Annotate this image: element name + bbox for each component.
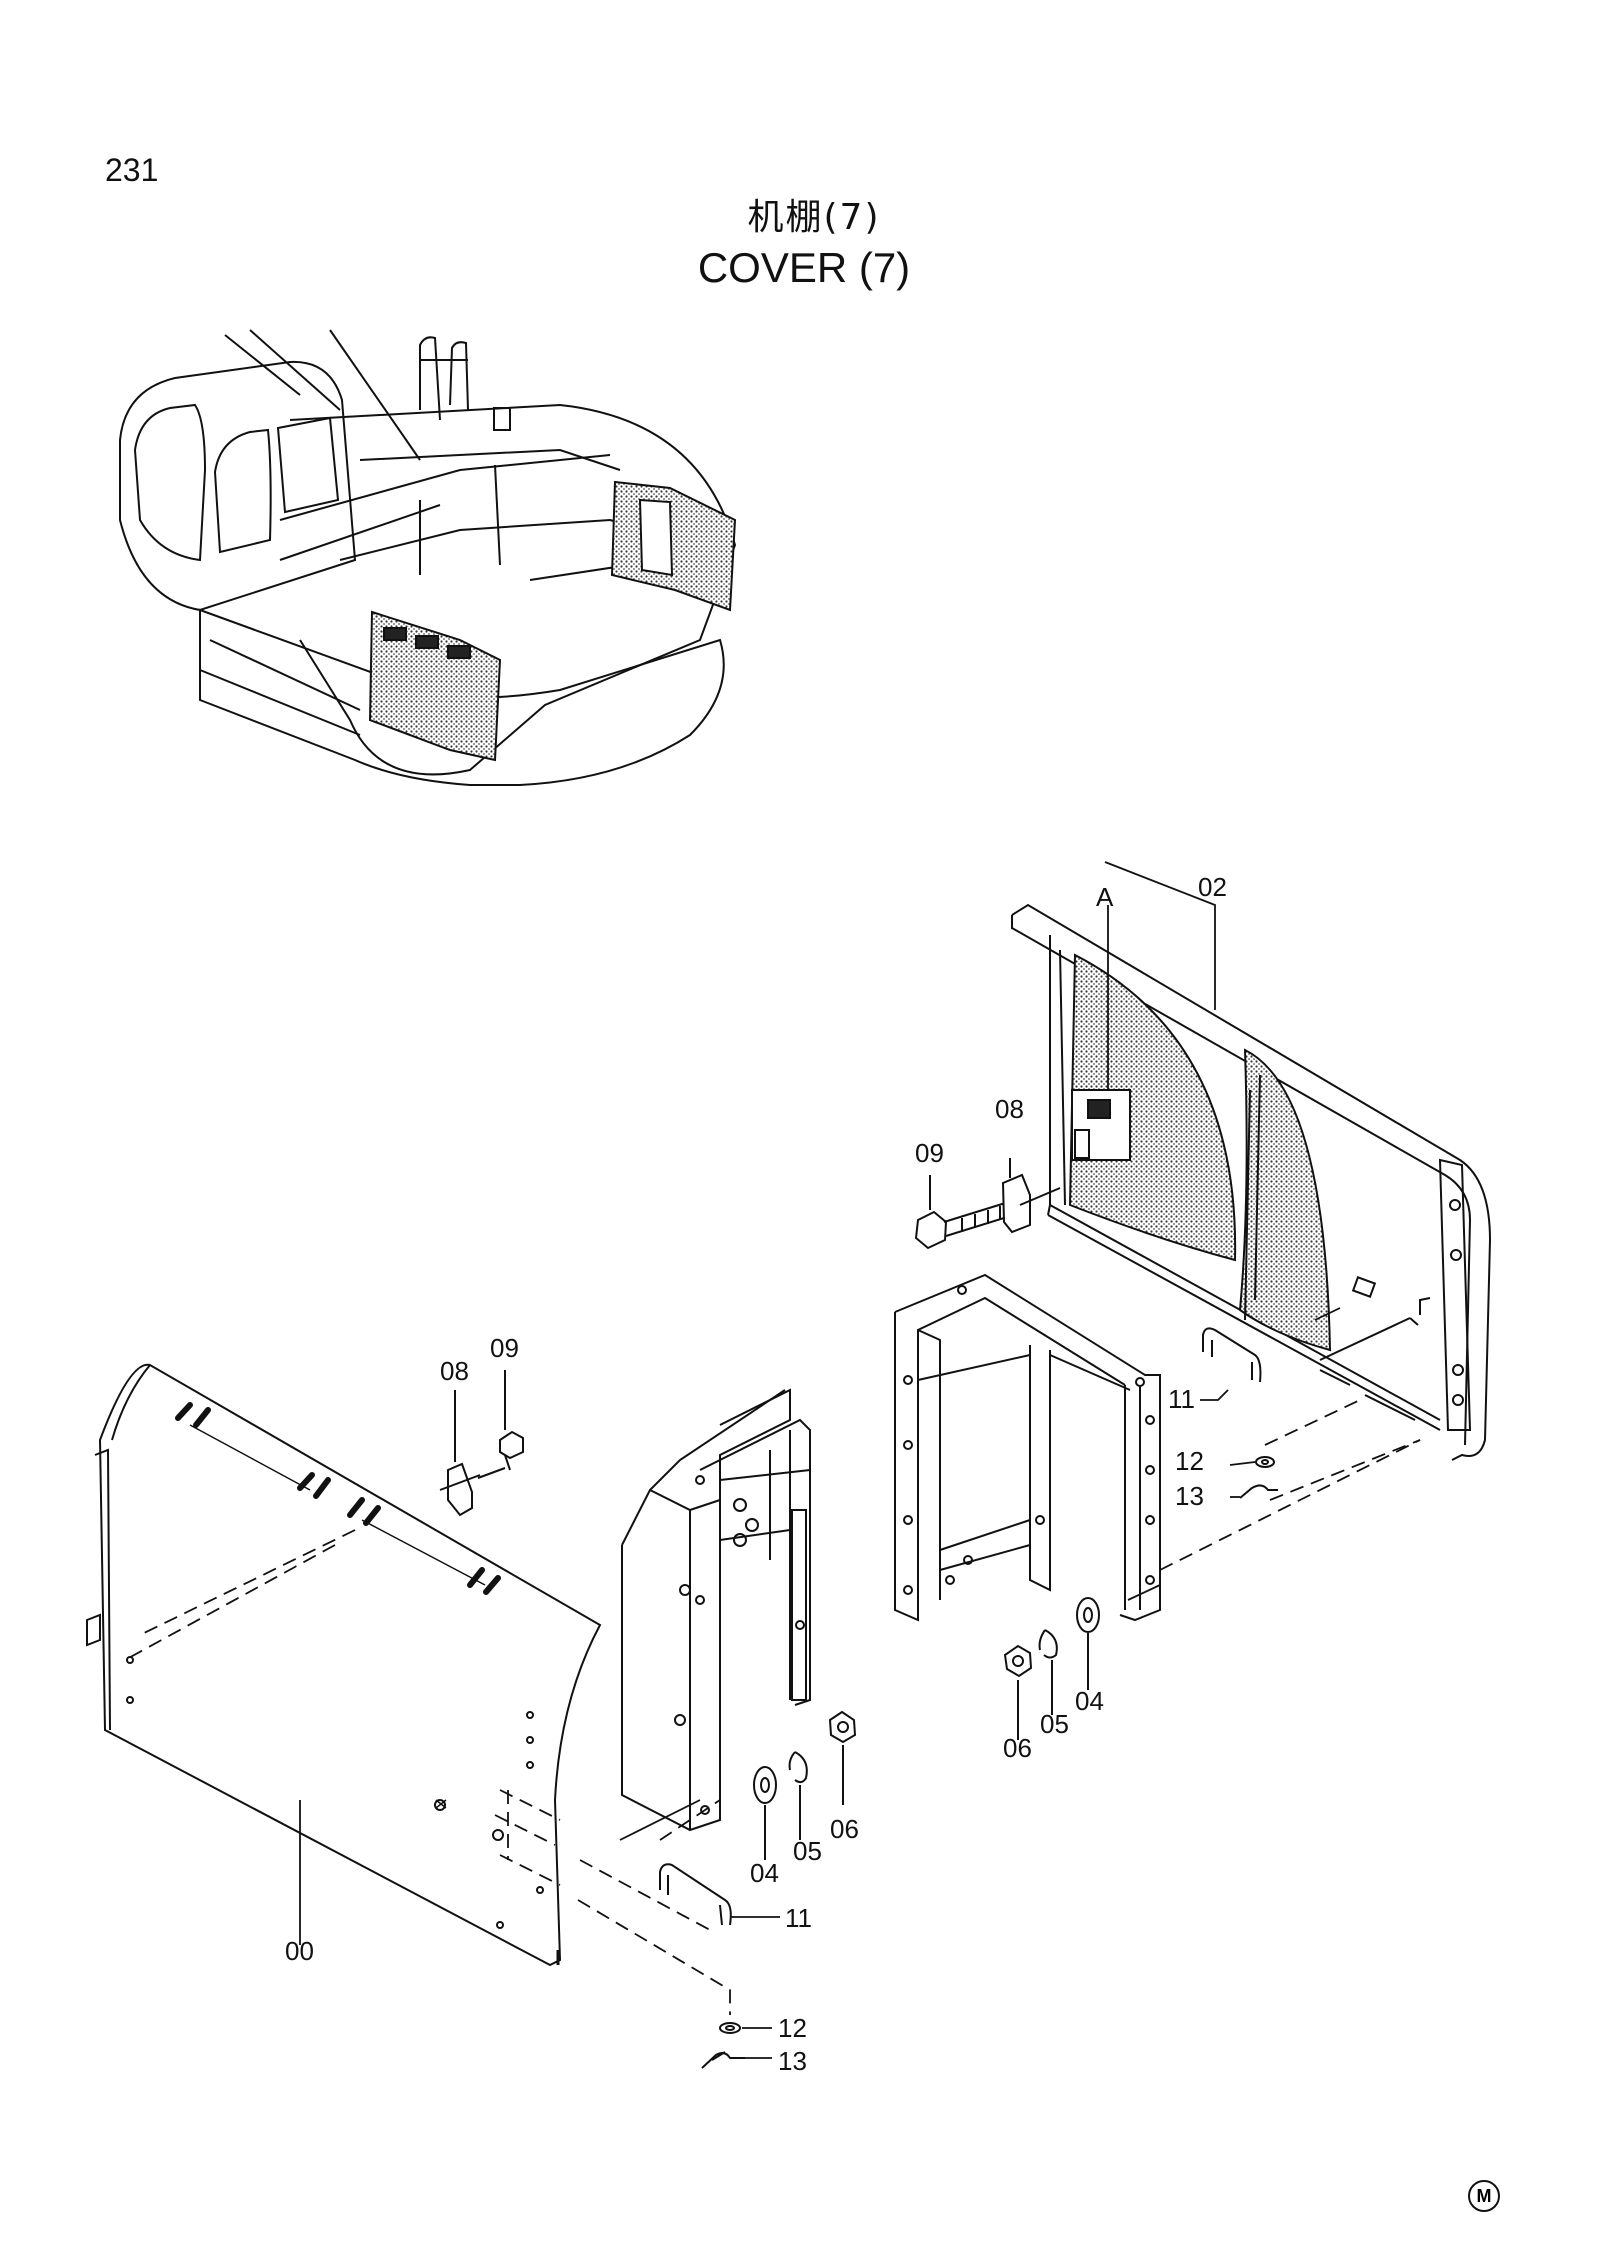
hardware-lower [753, 1710, 857, 1860]
label-05-lower: 05 [793, 1836, 822, 1866]
label-09-lower: 09 [490, 1333, 519, 1363]
publisher-mark: M [1468, 2180, 1500, 2212]
hardware-upper [1003, 1597, 1100, 1740]
rear-cover-assembly [1011, 903, 1492, 1461]
page-number: 231 [105, 152, 159, 188]
grommet-clip-parts [701, 1456, 1278, 2069]
label-a: A [1096, 882, 1114, 912]
connecting-lines [299, 1307, 1341, 1945]
support-frame-right [894, 1273, 1161, 1622]
label-12-lower: 12 [778, 2013, 807, 2043]
bolt-bracket-upper [914, 1158, 1061, 1250]
label-leaders [730, 1389, 1256, 2059]
label-12-upper: 12 [1175, 1446, 1204, 1476]
label-00: 00 [285, 1936, 314, 1966]
label-11-lower: 11 [785, 1903, 812, 1933]
label-08-upper: 08 [995, 1094, 1024, 1124]
support-frame-left [621, 1388, 811, 1832]
label-09-upper: 09 [915, 1138, 944, 1168]
assembly-dashed-lines [124, 1399, 1421, 2015]
label-11-upper: 11 [1168, 1384, 1195, 1414]
label-06-upper: 06 [1003, 1733, 1032, 1763]
label-04-lower: 04 [750, 1858, 779, 1888]
label-13-upper: 13 [1175, 1481, 1204, 1511]
title-chinese: 机棚(7) [747, 197, 881, 238]
bolt-bracket-lower [439, 1370, 524, 1517]
label-08-lower: 08 [440, 1356, 469, 1386]
label-13-lower: 13 [778, 2046, 807, 2076]
callout-labels: 02 A 08 09 08 09 11 12 13 06 05 04 04 05… [285, 872, 1227, 2076]
handle-parts [659, 1327, 1262, 1926]
title-english: COVER (7) [697, 244, 911, 291]
label-02: 02 [1198, 872, 1227, 902]
callout-leaders-upper [1104, 861, 1216, 1090]
label-05-upper: 05 [1040, 1709, 1069, 1739]
label-06-lower: 06 [830, 1814, 859, 1844]
label-04-upper: 04 [1075, 1686, 1104, 1716]
main-cover-panel [86, 1363, 602, 1967]
machine-overview-illustration [119, 329, 737, 786]
